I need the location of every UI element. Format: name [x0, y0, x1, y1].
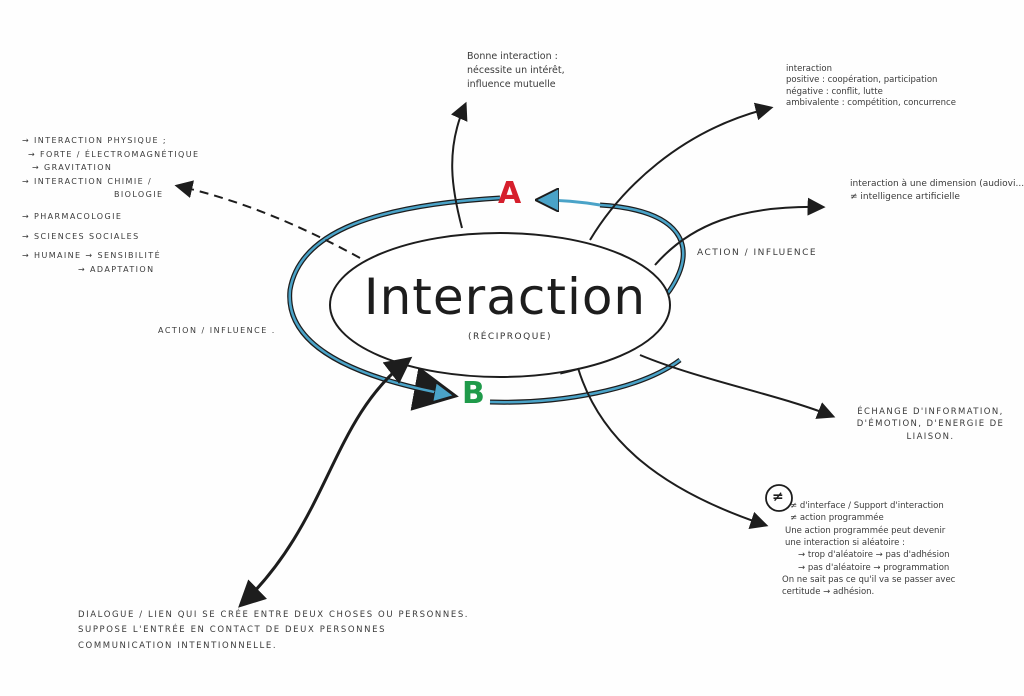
- note-line: D'ÉMOTION, D'ENERGIE DE: [856, 419, 1005, 430]
- note-line: Bonne interaction :: [467, 51, 558, 62]
- cycle-arrow-bottom-fill: [489, 358, 681, 404]
- note-line: → GRAVITATION: [32, 163, 113, 173]
- note-line: → pas d'aléatoire → programmation: [798, 562, 950, 573]
- note-line: → ADAPTATION: [78, 264, 155, 274]
- note-line: BIOLOGIE: [114, 190, 164, 200]
- letter-b: B: [462, 376, 485, 411]
- edge-label-left: ACTION / INFLUENCE .: [158, 326, 276, 335]
- note-line: interaction: [786, 64, 832, 74]
- note-bottom-right: ÉCHANGE D'INFORMATION, D'ÉMOTION, D'ENER…: [848, 406, 1013, 443]
- note-far-bottom-right: ≠ d'interface / Support d'interaction ≠ …: [782, 500, 955, 599]
- note-line: positive : coopération, participation: [786, 75, 938, 86]
- letter-a: A: [498, 176, 522, 211]
- note-right: interaction à une dimension (audiovi... …: [850, 178, 1024, 204]
- note-line: ≠ intelligence artificielle: [850, 192, 960, 203]
- not-equal-symbol-circle: [765, 484, 793, 512]
- note-line: DIALOGUE / LIEN QUI SE CRÉE ENTRE DEUX C…: [78, 610, 470, 620]
- branch-bottom-right: [639, 354, 836, 419]
- note-line: ≠ action programmée: [790, 513, 884, 524]
- center-title: Interaction: [363, 268, 647, 326]
- branch-top-right: [589, 102, 774, 241]
- not-equal-symbol: ≠: [772, 489, 784, 505]
- note-line: SUPPOSE L'ENTRÉE EN CONTACT DE DEUX PERS…: [78, 625, 387, 636]
- note-line: négative : conflit, lutte: [786, 86, 883, 97]
- note-line: On ne sait pas ce qu'il va se passer ave…: [782, 574, 956, 585]
- note-line: influence mutuelle: [467, 78, 556, 90]
- branch-top: [450, 101, 468, 229]
- note-line: → SCIENCES SOCIALES: [22, 231, 140, 241]
- branch-left: [174, 180, 361, 259]
- branch-right: [654, 197, 826, 266]
- note-line: → HUMAINE → SENSIBILITÉ: [22, 251, 162, 261]
- note-line: → PHARMACOLOGIE: [22, 211, 123, 221]
- note-line: Une action programmée peut devenir: [785, 525, 946, 536]
- note-line: COMMUNICATION INTENTIONNELLE.: [78, 640, 278, 651]
- note-left: → INTERACTION PHYSIQUE ; → FORTE / ÉLECT…: [22, 134, 199, 276]
- note-line: interaction à une dimension (audiovi...: [850, 179, 1024, 189]
- note-line: → INTERACTION PHYSIQUE ;: [22, 136, 167, 145]
- note-line: → FORTE / ÉLECTROMAGNÉTIQUE: [28, 149, 200, 159]
- note-top-right: interaction positive : coopération, part…: [786, 64, 956, 110]
- branch-bottom: [238, 356, 413, 608]
- note-line: ≠ d'interface / Support d'interaction: [790, 501, 944, 511]
- note-line: LIAISON.: [906, 431, 955, 442]
- note-bottom: DIALOGUE / LIEN QUI SE CRÉE ENTRE DEUX C…: [78, 608, 469, 654]
- note-line: ambivalente : compétition, concurrence: [786, 98, 956, 109]
- note-line: une interaction si aléatoire :: [785, 537, 905, 548]
- center-subtitle: (RÉCIPROQUE): [467, 332, 553, 342]
- center-ellipse: [329, 232, 671, 378]
- note-line: → INTERACTION CHIMIE /: [22, 176, 153, 186]
- note-line: → trop d'aléatoire → pas d'adhésion: [798, 550, 950, 561]
- note-line: certitude → adhésion.: [782, 587, 875, 598]
- note-top: Bonne interaction : nécessite un intérêt…: [467, 50, 565, 91]
- note-line: nécessite un intérêt,: [467, 64, 565, 76]
- edge-label-right: ACTION / INFLUENCE: [697, 248, 818, 258]
- branch-far-bottom-right: [577, 367, 769, 529]
- cycle-arrow-top-left: [540, 200, 601, 205]
- note-line: ÉCHANGE D'INFORMATION,: [857, 407, 1004, 417]
